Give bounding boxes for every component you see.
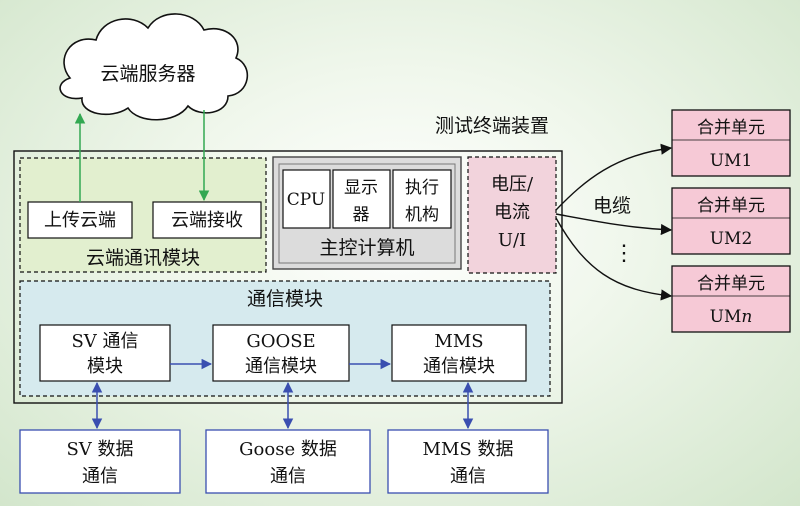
cloud-comm-label: 云端通讯模块: [86, 247, 200, 269]
cable-to-um2: [555, 213, 673, 236]
merge-unit-2-box: [671, 187, 791, 255]
merge-unit-2-prefix: UM: [710, 229, 742, 249]
merge-unit-2-title: 合并单元: [697, 196, 765, 216]
goose-data-box: [205, 429, 371, 494]
cloud-server: 云端服务器: [59, 13, 249, 121]
goose-data-line1: Goose 数据: [239, 439, 337, 460]
sv-comm-box: [39, 324, 171, 382]
cable-to-um1: [555, 143, 673, 211]
mms-comm-line1: MMS: [434, 331, 483, 352]
device-title: 测试终端装置: [435, 115, 549, 137]
cable-ellipsis: ⋮: [613, 241, 635, 266]
goose-comm-line2: 通信模块: [245, 356, 317, 377]
merge-unit-1-title: 合并单元: [697, 118, 765, 138]
goose-comm-box: [212, 324, 350, 382]
upload-cloud-box: [27, 201, 133, 239]
goose-comm-line1: GOOSE: [246, 331, 315, 352]
sv-data-line2: 通信: [82, 466, 118, 487]
cloud-server-label: 云端服务器: [100, 63, 195, 85]
cpu-box: [282, 169, 331, 229]
display-box: [332, 169, 391, 229]
merge-unit-2-id: UM2: [710, 229, 753, 249]
cloud-shape: [59, 13, 249, 121]
cable-to-umn: [555, 217, 673, 301]
cloud-receive-box: [152, 201, 262, 239]
merge-unit-2-suffix: 2: [741, 229, 752, 249]
actuator-label-line1: 执行: [405, 178, 439, 198]
mms-comm-box: [391, 324, 527, 382]
merge-unit-1-box: [671, 109, 791, 177]
mms-comm-line2: 通信模块: [423, 356, 495, 377]
merge-unit-n-prefix: UM: [710, 307, 742, 327]
actuator-label-line2: 机构: [405, 205, 439, 225]
merge-unit-1-suffix: 1: [741, 151, 752, 171]
voltage-current-block: [467, 156, 557, 274]
vi-label-line3: U/I: [498, 230, 526, 251]
merge-unit-1-id: UM1: [710, 151, 753, 171]
mms-data-line2: 通信: [450, 466, 486, 487]
merge-unit-1: 合并单元 UM1: [671, 109, 791, 177]
mms-data-box: [387, 429, 549, 494]
sv-data-line1: SV 数据: [66, 439, 133, 460]
main-control-label: 主控计算机: [319, 237, 414, 259]
vi-label-line2: 电流: [494, 202, 530, 223]
upload-cloud-label: 上传云端: [44, 210, 116, 231]
cable-label: 电缆: [593, 195, 631, 217]
cloud-receive-label: 云端接收: [171, 210, 243, 231]
display-label-line2: 器: [353, 205, 370, 225]
mms-data-line1: MMS 数据: [423, 439, 514, 460]
sv-comm-line1: SV 通信: [71, 331, 138, 352]
sv-comm-line2: 模块: [87, 356, 123, 377]
main-control-computer: CPU 显示 器 执行 机构 主控计算机: [272, 156, 462, 270]
merge-unit-n: 合并单元 UMn: [671, 265, 791, 333]
goose-data-line2: 通信: [270, 466, 306, 487]
merge-unit-n-box: [671, 265, 791, 333]
comm-module-label: 通信模块: [247, 288, 323, 310]
actuator-box: [392, 169, 452, 229]
vi-label-line1: 电压/: [491, 174, 534, 195]
merge-unit-2: 合并单元 UM2: [671, 187, 791, 255]
main-control-inner: [278, 163, 456, 264]
cpu-label: CPU: [287, 190, 325, 210]
merge-unit-n-id: UMn: [710, 307, 753, 327]
merge-unit-n-title: 合并单元: [697, 274, 765, 294]
merge-unit-1-prefix: UM: [710, 151, 742, 171]
merge-unit-n-suffix: n: [741, 307, 752, 327]
sv-data-box: [19, 429, 181, 494]
display-label-line1: 显示: [344, 178, 378, 198]
